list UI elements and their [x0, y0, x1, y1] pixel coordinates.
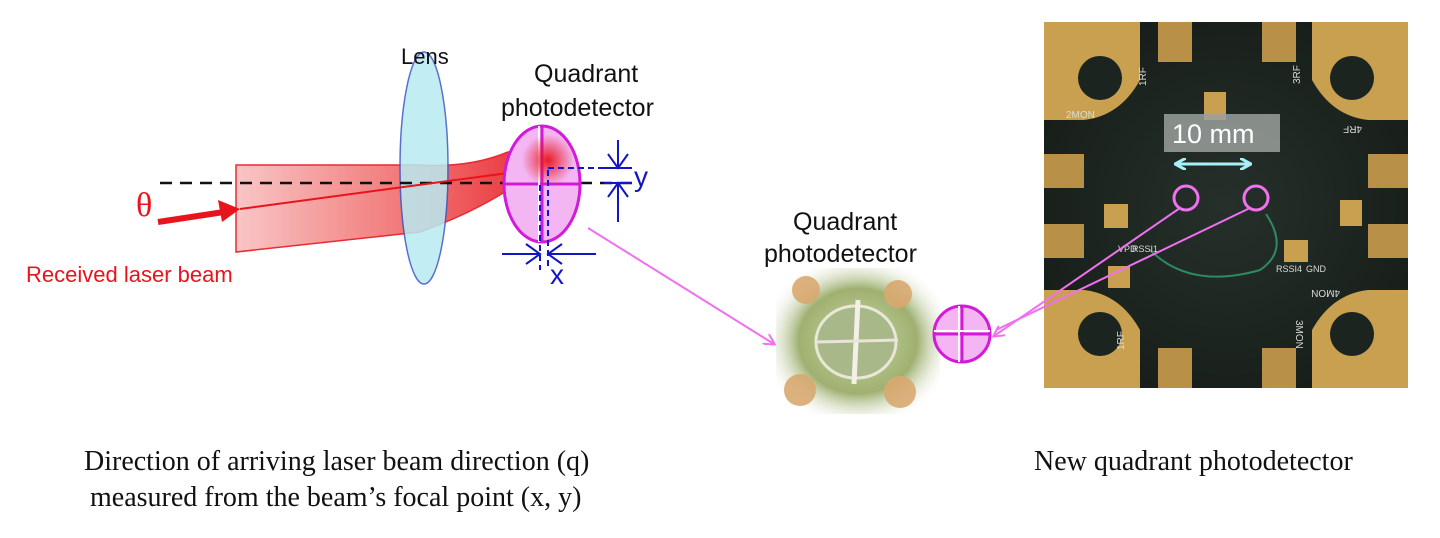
silkscreen-1rf-bottom: 1RF — [1116, 331, 1127, 350]
qpd-top-label-line2: photodetector — [501, 94, 654, 122]
pointer-arrow-to-photo — [587, 227, 774, 344]
received-beam-arrow — [157, 209, 225, 225]
caption-left-line1: Direction of arriving laser beam directi… — [84, 446, 589, 477]
silkscreen-rssi4: RSSI4 — [1276, 264, 1302, 274]
caption-right: New quadrant photodetector — [1034, 446, 1353, 477]
silkscreen-rssi1: RSSI1 — [1132, 244, 1158, 254]
silkscreen-3mon: 3MON — [1293, 320, 1304, 349]
silkscreen-1rf-top: 1RF — [1138, 67, 1149, 86]
y-dimension — [548, 140, 632, 222]
x-axis-label: x — [550, 259, 564, 290]
received-beam-label: Received laser beam — [26, 262, 233, 287]
qpd-mid-label-line1: Quadrant — [793, 208, 897, 236]
silkscreen-gnd: GND — [1306, 264, 1327, 274]
scale-bar-label-bg — [1164, 114, 1280, 152]
refracted-ray — [239, 167, 546, 210]
quadrant-icon — [932, 304, 992, 364]
silkscreen-vpd: VPD — [1118, 244, 1137, 254]
scale-bar-label: 10 mm — [1172, 119, 1255, 149]
qpd-mid-label-line2: photodetector — [764, 240, 917, 268]
caption-left-line2: measured from the beam’s focal point (x,… — [90, 482, 581, 513]
silkscreen-3rf: 3RF — [1292, 65, 1303, 84]
lens-icon — [399, 51, 449, 285]
silkscreen-2mon: 2MON — [1066, 110, 1095, 121]
silkscreen-4rf: 4RF — [1343, 123, 1362, 134]
pointer-line-left — [994, 207, 1181, 336]
board-photo: 3RF 1RF 2MON 4RF VPD RSSI4 GND 4MON 3MON… — [1044, 22, 1408, 388]
detector-marker-right — [1242, 184, 1270, 212]
y-axis-label: y — [634, 161, 648, 192]
silkscreen-4mon: 4MON — [1311, 287, 1340, 298]
qpd-top-label-line1: Quadrant — [534, 60, 638, 88]
pointer-line-right — [995, 207, 1251, 331]
detector-photo: Quadrant photodetector — [764, 208, 940, 414]
focal-spot — [522, 134, 574, 186]
theta-label: θ — [136, 187, 152, 224]
optical-setup: Lens θ Received laser beam Quadrant phot… — [26, 44, 774, 344]
lens-label: Lens — [401, 44, 449, 69]
x-dimension — [502, 170, 596, 270]
laser-beam — [235, 149, 549, 253]
received-beam-arrowhead — [218, 200, 240, 222]
detector-marker-left — [1172, 184, 1200, 212]
